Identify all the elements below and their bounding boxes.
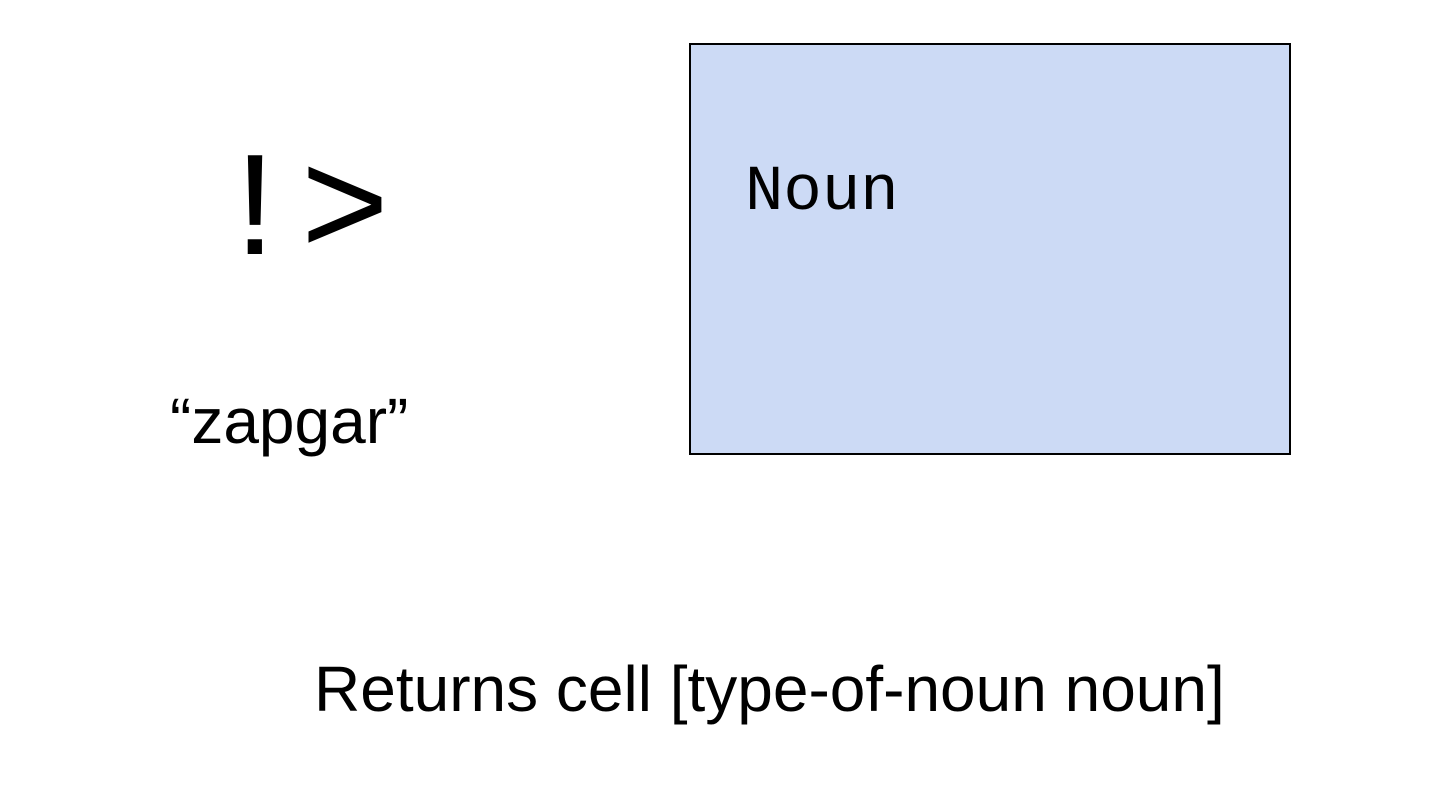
rune-symbol: !> xyxy=(210,130,391,300)
rune-name-caption: “zapgar” xyxy=(170,385,409,457)
noun-box: Noun xyxy=(689,43,1291,455)
description-text: Returns cell [type-of-noun noun] xyxy=(314,653,1225,725)
noun-box-label: Noun xyxy=(745,157,899,229)
